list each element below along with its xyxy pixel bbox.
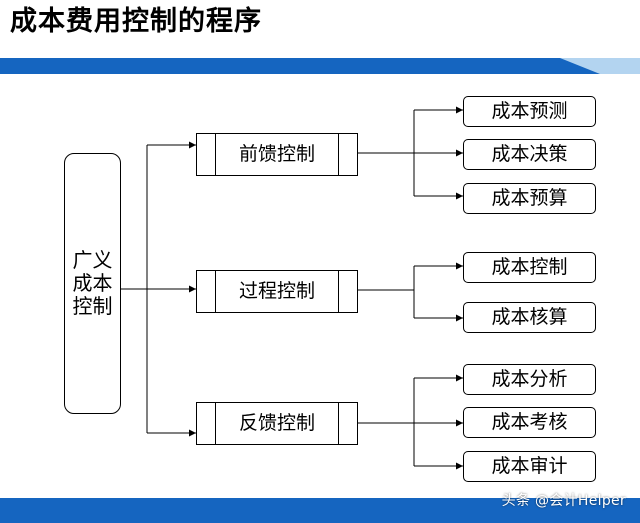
leaf-node-label: 成本考核 (491, 410, 568, 433)
branch-node-label: 过程控制 (238, 279, 315, 302)
leaf-node: 成本核算 (463, 302, 596, 333)
branch-node-label: 反馈控制 (238, 411, 315, 434)
leaf-node: 成本控制 (463, 252, 596, 283)
leaf-node-label: 成本决策 (491, 142, 568, 165)
branch-node-label: 前馈控制 (238, 142, 315, 165)
branch-node-feedforward: 前馈控制 (196, 133, 358, 176)
leaf-node: 成本审计 (463, 451, 596, 482)
branch-node-process: 过程控制 (196, 270, 358, 313)
leaf-node-label: 成本审计 (491, 454, 568, 477)
header-band (0, 58, 640, 74)
leaf-node: 成本分析 (463, 364, 596, 395)
root-node: 广义成本控制 (64, 153, 121, 414)
page-title: 成本费用控制的程序 (10, 6, 262, 37)
leaf-node-label: 成本控制 (491, 255, 568, 278)
leaf-node: 成本决策 (463, 139, 596, 170)
branch-node-feedback: 反馈控制 (196, 402, 358, 445)
leaf-node: 成本预算 (463, 183, 596, 214)
leaf-node-label: 成本核算 (491, 305, 568, 328)
leaf-node-label: 成本预测 (491, 99, 568, 122)
leaf-node: 成本考核 (463, 407, 596, 438)
leaf-node-label: 成本预算 (491, 186, 568, 209)
footer-band (0, 498, 640, 523)
watermark: 头条 @会计Helper (501, 493, 626, 509)
leaf-node-label: 成本分析 (491, 367, 568, 390)
root-node-label: 广义成本控制 (72, 248, 113, 318)
leaf-node: 成本预测 (463, 96, 596, 127)
